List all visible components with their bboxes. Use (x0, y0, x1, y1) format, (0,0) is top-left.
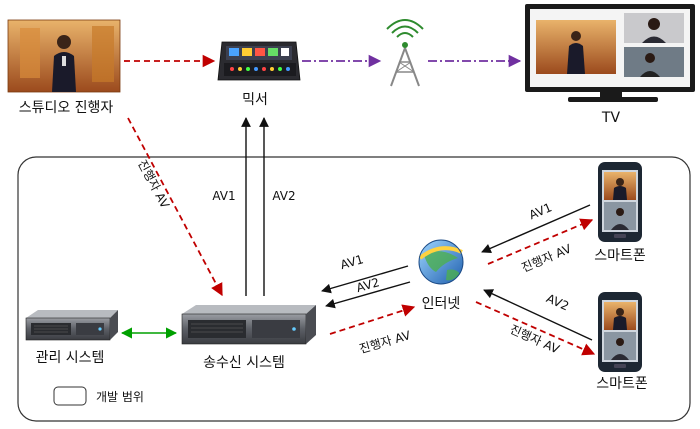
mixer-label: 믹서 (242, 92, 268, 108)
smartphone-bottom-label: 스마트폰 (596, 376, 648, 392)
mixer-console-icon (217, 41, 301, 81)
transceiver-server-icon (181, 305, 316, 345)
av2-internet-label: AV2 (355, 275, 381, 295)
av1-up-label: AV1 (212, 189, 235, 203)
arrow-host-av-to-internet (329, 304, 416, 335)
av2-phone-bottom-label: AV2 (544, 291, 571, 313)
arrow-host-av-to-transceiver (127, 117, 223, 297)
broadcast-antenna-icon (386, 19, 424, 87)
arrow-host-av-internet-to-phone-bottom (475, 301, 596, 356)
av1-internet-label: AV1 (339, 252, 365, 272)
arrow-av2-phone-bottom-to-internet (483, 289, 593, 341)
smartphone-top-label: 스마트폰 (594, 248, 646, 264)
arrow-av2-to-transceiver (325, 281, 411, 309)
internet-globe-icon (418, 239, 464, 285)
tv-icon (525, 4, 695, 102)
host-av-vertical-label: 진행자 AV (135, 157, 173, 211)
host-av-phone-bottom-label: 진행자 AV (508, 321, 563, 356)
host-av-internet-label: 진행자 AV (357, 327, 412, 356)
arrow-av1-to-transceiver (321, 265, 409, 294)
av1-phone-top-label: AV1 (527, 200, 554, 222)
host-av-phone-top-label: 진행자 AV (519, 240, 574, 275)
legend-swatch (53, 386, 87, 406)
management-label: 관리 시스템 (36, 350, 105, 366)
tv-label: TV (601, 110, 621, 126)
transceiver-label: 송수신 시스템 (203, 355, 285, 371)
internet-label: 인터넷 (422, 296, 461, 312)
studio-host-photo (7, 19, 121, 93)
management-server-icon (25, 310, 118, 341)
av2-up-label: AV2 (272, 189, 295, 203)
legend-label: 개발 범위 (96, 390, 144, 404)
arrow-host-av-internet-to-phone-top (487, 218, 594, 265)
arrow-av1-phone-top-to-internet (481, 204, 591, 253)
studio-host-label: 스튜디오 진행자 (19, 100, 114, 116)
smartphone-top-icon (598, 162, 642, 242)
smartphone-bottom-icon (598, 292, 642, 372)
development-scope-boundary (17, 156, 691, 422)
